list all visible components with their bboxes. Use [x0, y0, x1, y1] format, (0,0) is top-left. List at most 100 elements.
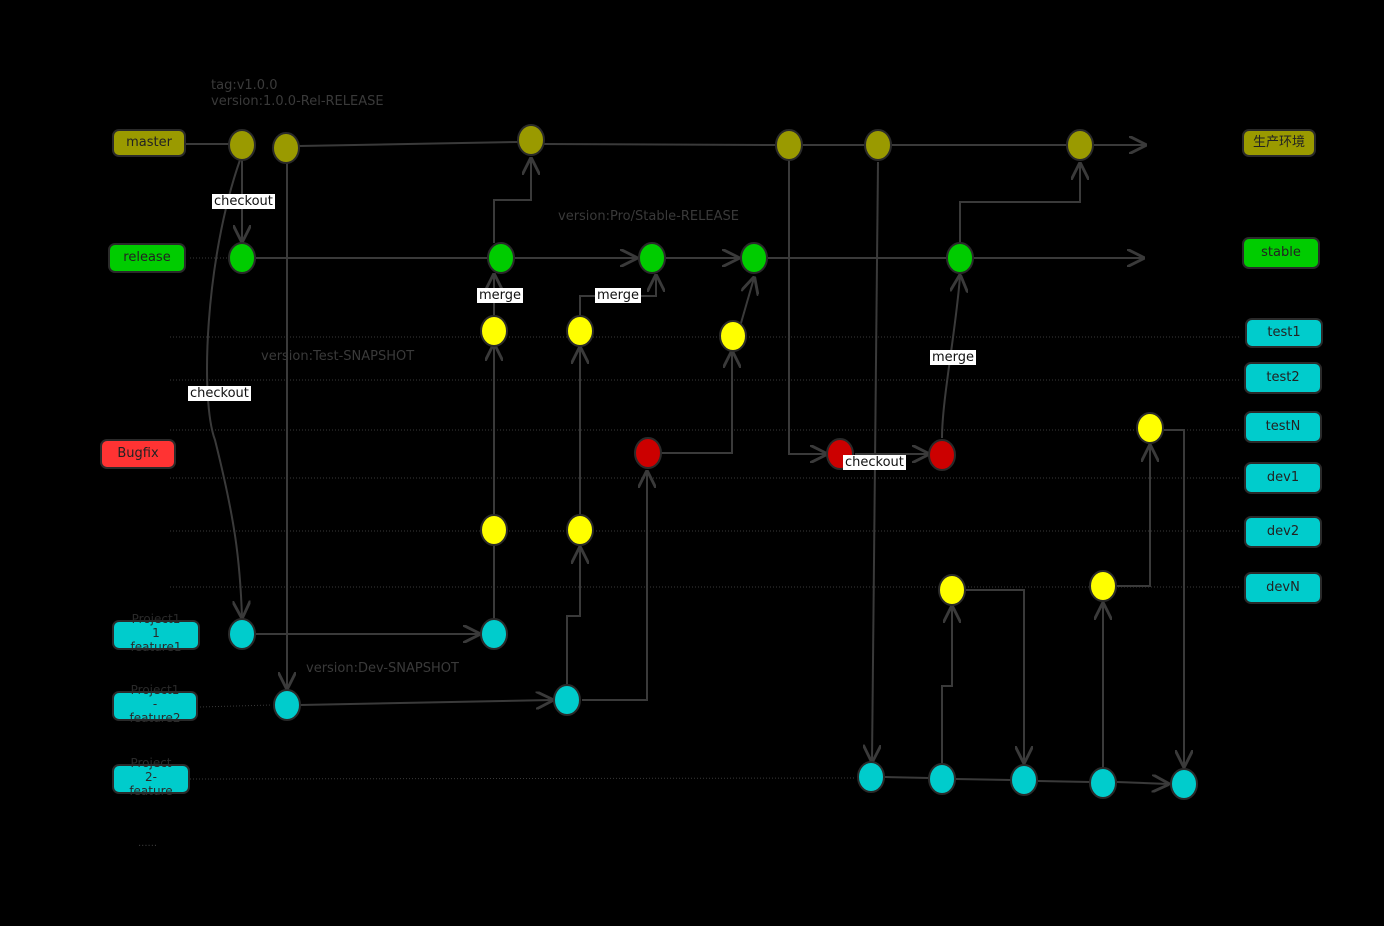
project1-feature2-line2: - — [152, 697, 158, 711]
annotation-tag: tag:v1.0.0 — [211, 78, 278, 93]
devN-to-project2 — [966, 589, 1024, 762]
lane-feature2 — [199, 704, 273, 708]
env-dev1-label: dev1 — [1244, 462, 1322, 494]
commit-node-feature-28 — [1010, 764, 1038, 796]
commit-node-feature-23 — [480, 618, 508, 650]
project1-feature2-line1: Project1 — [130, 683, 180, 697]
branch-master-text: master — [126, 135, 172, 150]
commit-node-test-11 — [480, 315, 508, 347]
project1-feature1-line1: Project1 — [131, 612, 181, 626]
checkout-master-bugfix — [788, 160, 826, 454]
bugfix-to-test1 — [661, 352, 732, 454]
annotation-version-dev: version:Dev-SNAPSHOT — [306, 661, 459, 676]
project1-feature1-text: Project1 1 feature1 — [131, 612, 182, 654]
edge-label-merge-2: merge — [595, 288, 642, 303]
env-test2-label: test2 — [1244, 362, 1322, 394]
project1-feature1-line3: feature1 — [130, 640, 182, 654]
project1-feature2-text: Project1 - feature2 — [130, 683, 181, 725]
project1-feature1-line2: 1 — [152, 626, 160, 640]
feature2-link — [299, 700, 552, 705]
commit-node-release-10 — [946, 242, 974, 274]
env-production-label: 生产环境 — [1242, 129, 1316, 157]
devN-to-testN — [1117, 446, 1150, 587]
branch-release-text: release — [123, 250, 171, 265]
feature2-to-bugfix — [582, 472, 647, 701]
env-testN-text: testN — [1265, 419, 1301, 434]
annotation-version-rel: version:1.0.0-Rel-RELEASE — [211, 94, 384, 109]
edge-label-checkout-3: checkout — [843, 455, 906, 470]
commit-node-bugfix-21 — [928, 439, 956, 471]
project2-link-3 — [1037, 780, 1091, 783]
commit-node-test-12 — [566, 315, 594, 347]
commit-node-feature-27 — [928, 763, 956, 795]
commit-node-feature-25 — [553, 684, 581, 716]
commit-node-feature-26 — [857, 761, 885, 793]
env-dev1-text: dev1 — [1266, 470, 1300, 485]
merge-release-master-2 — [959, 164, 1080, 243]
env-test2-text: test2 — [1266, 370, 1300, 385]
branch-project1-feature1-label: Project1 1 feature1 — [112, 612, 200, 654]
project2-feature-line1: Project — [130, 756, 172, 770]
edge-label-checkout-2: checkout — [188, 386, 251, 401]
commit-node-feature-30 — [1170, 768, 1198, 800]
env-dev2-label: dev2 — [1244, 516, 1322, 548]
env-stable-text: stable — [1261, 245, 1301, 260]
edge-label-merge-3: merge — [930, 350, 977, 365]
commit-node-master-0 — [228, 129, 256, 161]
commit-node-feature-22 — [228, 618, 256, 650]
commit-node-master-4 — [864, 129, 892, 161]
lane-guides — [170, 257, 1240, 780]
merge-release-master-1 — [493, 159, 531, 243]
commit-node-master-1 — [272, 132, 300, 164]
commit-node-release-6 — [228, 242, 256, 274]
project2-feature-text: Project 2- feature — [129, 756, 172, 798]
branch-bugfix-text: Bugfix — [117, 446, 159, 461]
project2-feature-line2: 2- — [145, 770, 157, 784]
commit-node-release-8 — [638, 242, 666, 274]
testN-to-project2 — [1164, 429, 1184, 766]
env-testN-label: testN — [1244, 411, 1322, 443]
commit-node-master-2 — [517, 124, 545, 156]
branch-release-label: release — [108, 243, 186, 273]
project2-link-1 — [884, 776, 930, 779]
commit-node-test-14 — [480, 514, 508, 546]
feature2-to-dev2 — [566, 548, 580, 684]
edge-label-checkout-1: checkout — [212, 194, 275, 209]
annotation-version-pro: version:Pro/Stable-RELEASE — [558, 209, 739, 224]
env-production-text: 生产环境 — [1252, 135, 1305, 150]
env-test1-label: test1 — [1245, 318, 1323, 348]
commit-node-master-5 — [1066, 129, 1094, 161]
checkout-master-feature1 — [206, 159, 242, 617]
project1-feature2-line3: feature2 — [129, 711, 181, 725]
commit-nodes — [228, 124, 1198, 800]
project2-to-devN-a — [941, 607, 952, 763]
connectors — [186, 142, 1184, 784]
env-stable-label: stable — [1242, 237, 1320, 269]
env-devN-label: devN — [1244, 572, 1322, 604]
annotation-version-test: version:Test-SNAPSHOT — [261, 349, 415, 364]
commit-node-test-15 — [566, 514, 594, 546]
test1-to-release-c — [738, 278, 754, 331]
master-link-1 — [298, 141, 519, 147]
master-link-2 — [543, 143, 777, 146]
branch-project2-feature-label: Project 2- feature — [112, 756, 190, 798]
commit-node-bugfix-19 — [634, 437, 662, 469]
branch-project1-feature2-label: Project1 - feature2 — [112, 683, 198, 725]
commit-node-test-18 — [1089, 570, 1117, 602]
edge-label-merge-1: merge — [477, 288, 524, 303]
commit-node-feature-29 — [1089, 767, 1117, 799]
commit-node-test-17 — [938, 574, 966, 606]
lane-project2 — [189, 777, 856, 780]
commit-node-master-3 — [775, 129, 803, 161]
env-devN-text: devN — [1266, 580, 1300, 595]
commit-node-feature-24 — [273, 689, 301, 721]
project2-feature-line3: feature — [129, 784, 173, 798]
env-dev2-text: dev2 — [1266, 524, 1300, 539]
commit-node-release-7 — [487, 242, 515, 274]
more-ellipsis: ...... — [138, 838, 158, 849]
branch-master-label: master — [112, 129, 186, 157]
project2-link-2 — [955, 778, 1012, 781]
branch-bugfix-label: Bugfix — [100, 439, 176, 469]
